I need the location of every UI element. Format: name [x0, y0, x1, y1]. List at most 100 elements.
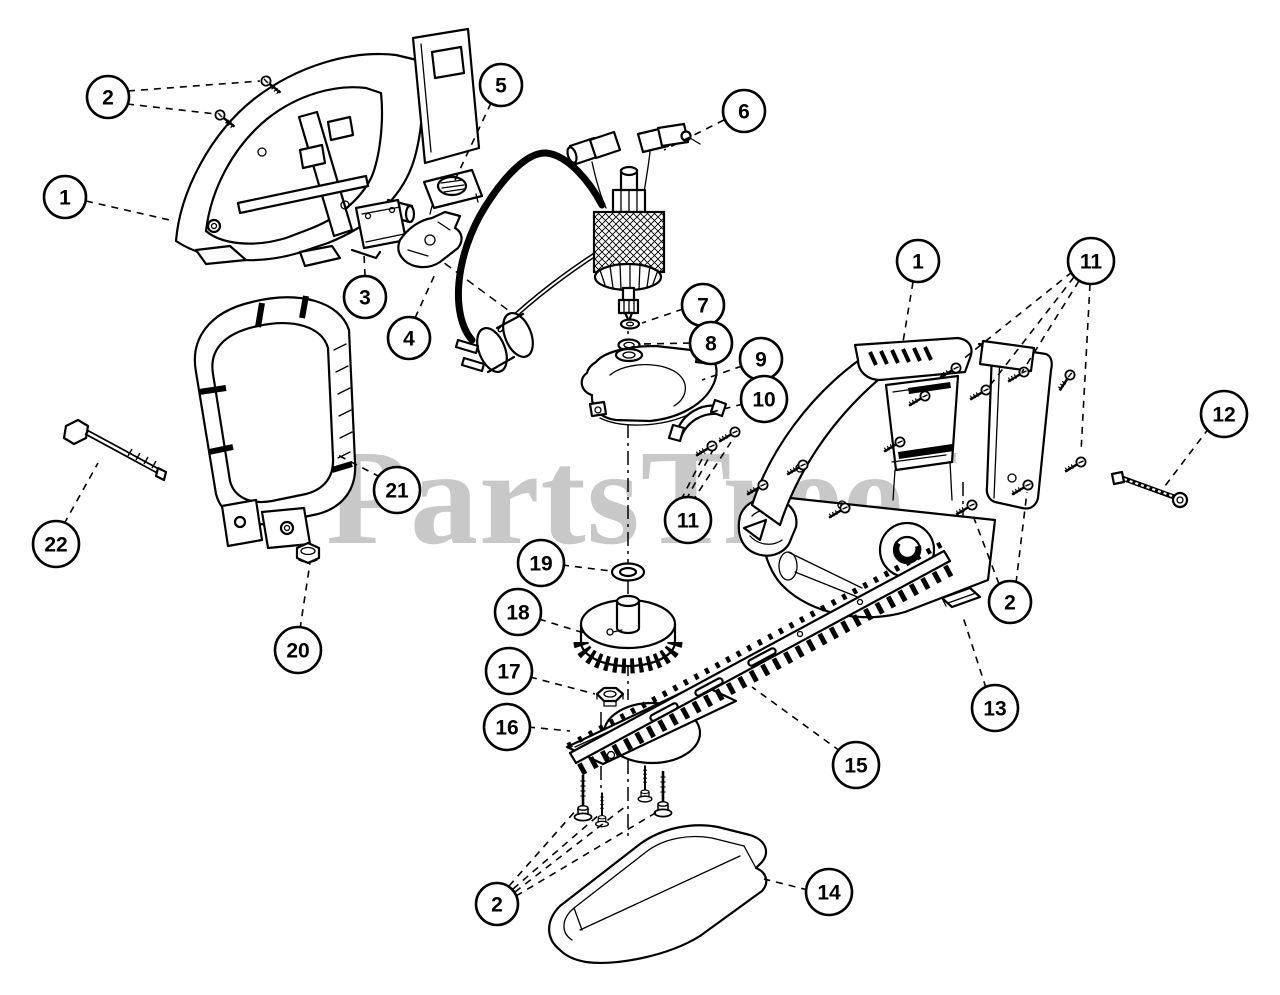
svg-text:1: 1: [59, 187, 71, 210]
svg-text:2: 2: [1004, 592, 1016, 615]
svg-text:19: 19: [529, 553, 552, 576]
leader-line: [962, 616, 987, 689]
leader-line: [1164, 427, 1210, 487]
leader-line: [538, 618, 585, 634]
leader-line: [751, 686, 841, 752]
leader-line: [1080, 283, 1091, 453]
svg-text:16: 16: [495, 717, 518, 740]
callout-7: 7: [680, 282, 726, 328]
svg-text:17: 17: [497, 661, 520, 684]
svg-text:20: 20: [286, 640, 309, 663]
leader-line: [680, 452, 706, 501]
part-o-ring: [610, 562, 646, 582]
part-power-cord: [454, 149, 610, 374]
callout-19: 19: [516, 538, 566, 588]
leader-line: [514, 805, 627, 893]
svg-text:15: 15: [844, 755, 868, 778]
leader-line: [126, 103, 217, 115]
callout-11: 11: [663, 495, 713, 545]
svg-text:7: 7: [697, 295, 709, 318]
callout-2: 2: [474, 881, 520, 927]
svg-text:2: 2: [491, 894, 503, 917]
svg-text:3: 3: [359, 287, 371, 310]
part-handle-nut: [295, 541, 321, 565]
callout-10: 10: [739, 374, 789, 424]
svg-text:13: 13: [983, 698, 1006, 721]
leader-line: [85, 200, 175, 222]
callout-15: 15: [831, 740, 881, 790]
svg-text:11: 11: [677, 510, 700, 533]
callout-11: 11: [1066, 236, 1116, 286]
callout-17: 17: [484, 646, 534, 696]
callout-9: 9: [738, 336, 784, 382]
leader-line: [641, 308, 684, 324]
part-blade-assembly: [565, 541, 957, 776]
leader-line: [331, 451, 381, 478]
svg-text:22: 22: [44, 534, 67, 557]
svg-text:6: 6: [738, 101, 750, 124]
part-handle-bolt: [62, 418, 168, 482]
leader-line: [1021, 280, 1080, 373]
callout-1: 1: [42, 174, 88, 220]
callout-8: 8: [688, 320, 734, 366]
leader-line: [987, 276, 1075, 389]
svg-text:14: 14: [817, 882, 841, 905]
callout-22: 22: [31, 519, 81, 569]
leader-line: [663, 119, 725, 151]
part-long-screw: [1110, 470, 1189, 509]
callout-2: 2: [85, 74, 131, 120]
leader-line: [1015, 491, 1028, 584]
part-motor-housing-right: [737, 336, 1089, 619]
part-blade-bracket: [667, 398, 743, 464]
svg-text:9: 9: [755, 349, 767, 372]
callout-21: 21: [372, 465, 422, 515]
svg-text:8: 8: [705, 333, 717, 356]
part-gear: [573, 594, 683, 674]
leader-line: [63, 462, 99, 525]
callout-20: 20: [273, 625, 323, 675]
leader-line: [527, 726, 571, 732]
svg-text:18: 18: [506, 602, 530, 625]
leader-line: [707, 403, 744, 414]
part-pin: [940, 586, 982, 609]
part-washer: [619, 318, 641, 330]
svg-text:12: 12: [1212, 404, 1235, 427]
svg-text:2: 2: [102, 87, 114, 110]
part-hand-guard: [548, 824, 768, 964]
callout-13: 13: [970, 683, 1020, 733]
part-blade-screws: [573, 764, 673, 828]
leader-line: [763, 878, 809, 891]
callout-1: 1: [895, 238, 941, 284]
leader-line: [512, 813, 601, 890]
leader-line: [902, 281, 914, 343]
part-trigger: [397, 210, 463, 269]
leader-line: [363, 253, 366, 277]
svg-text:21: 21: [385, 480, 409, 503]
callout-18: 18: [493, 587, 543, 637]
part-motor-armature: [566, 122, 701, 323]
leader-line: [414, 271, 437, 319]
leader-line: [529, 676, 596, 695]
svg-text:1: 1: [912, 251, 924, 274]
callout-4: 4: [386, 315, 432, 361]
leader-line: [508, 807, 579, 887]
callout-3: 3: [342, 274, 388, 320]
leader-line: [685, 449, 714, 501]
leader-line: [299, 562, 311, 630]
leader-line: [641, 342, 691, 345]
callout-6: 6: [721, 88, 767, 134]
callout-16: 16: [482, 702, 532, 752]
leader-line: [127, 80, 261, 92]
part-front-handle: [193, 295, 357, 550]
svg-text:11: 11: [1080, 251, 1103, 274]
callout-14: 14: [804, 867, 854, 917]
svg-text:5: 5: [495, 75, 507, 98]
leader-line: [515, 811, 658, 897]
callout-5: 5: [478, 62, 524, 108]
callout-12: 12: [1199, 389, 1249, 439]
svg-text:4: 4: [403, 328, 415, 351]
leader-line: [454, 102, 492, 181]
